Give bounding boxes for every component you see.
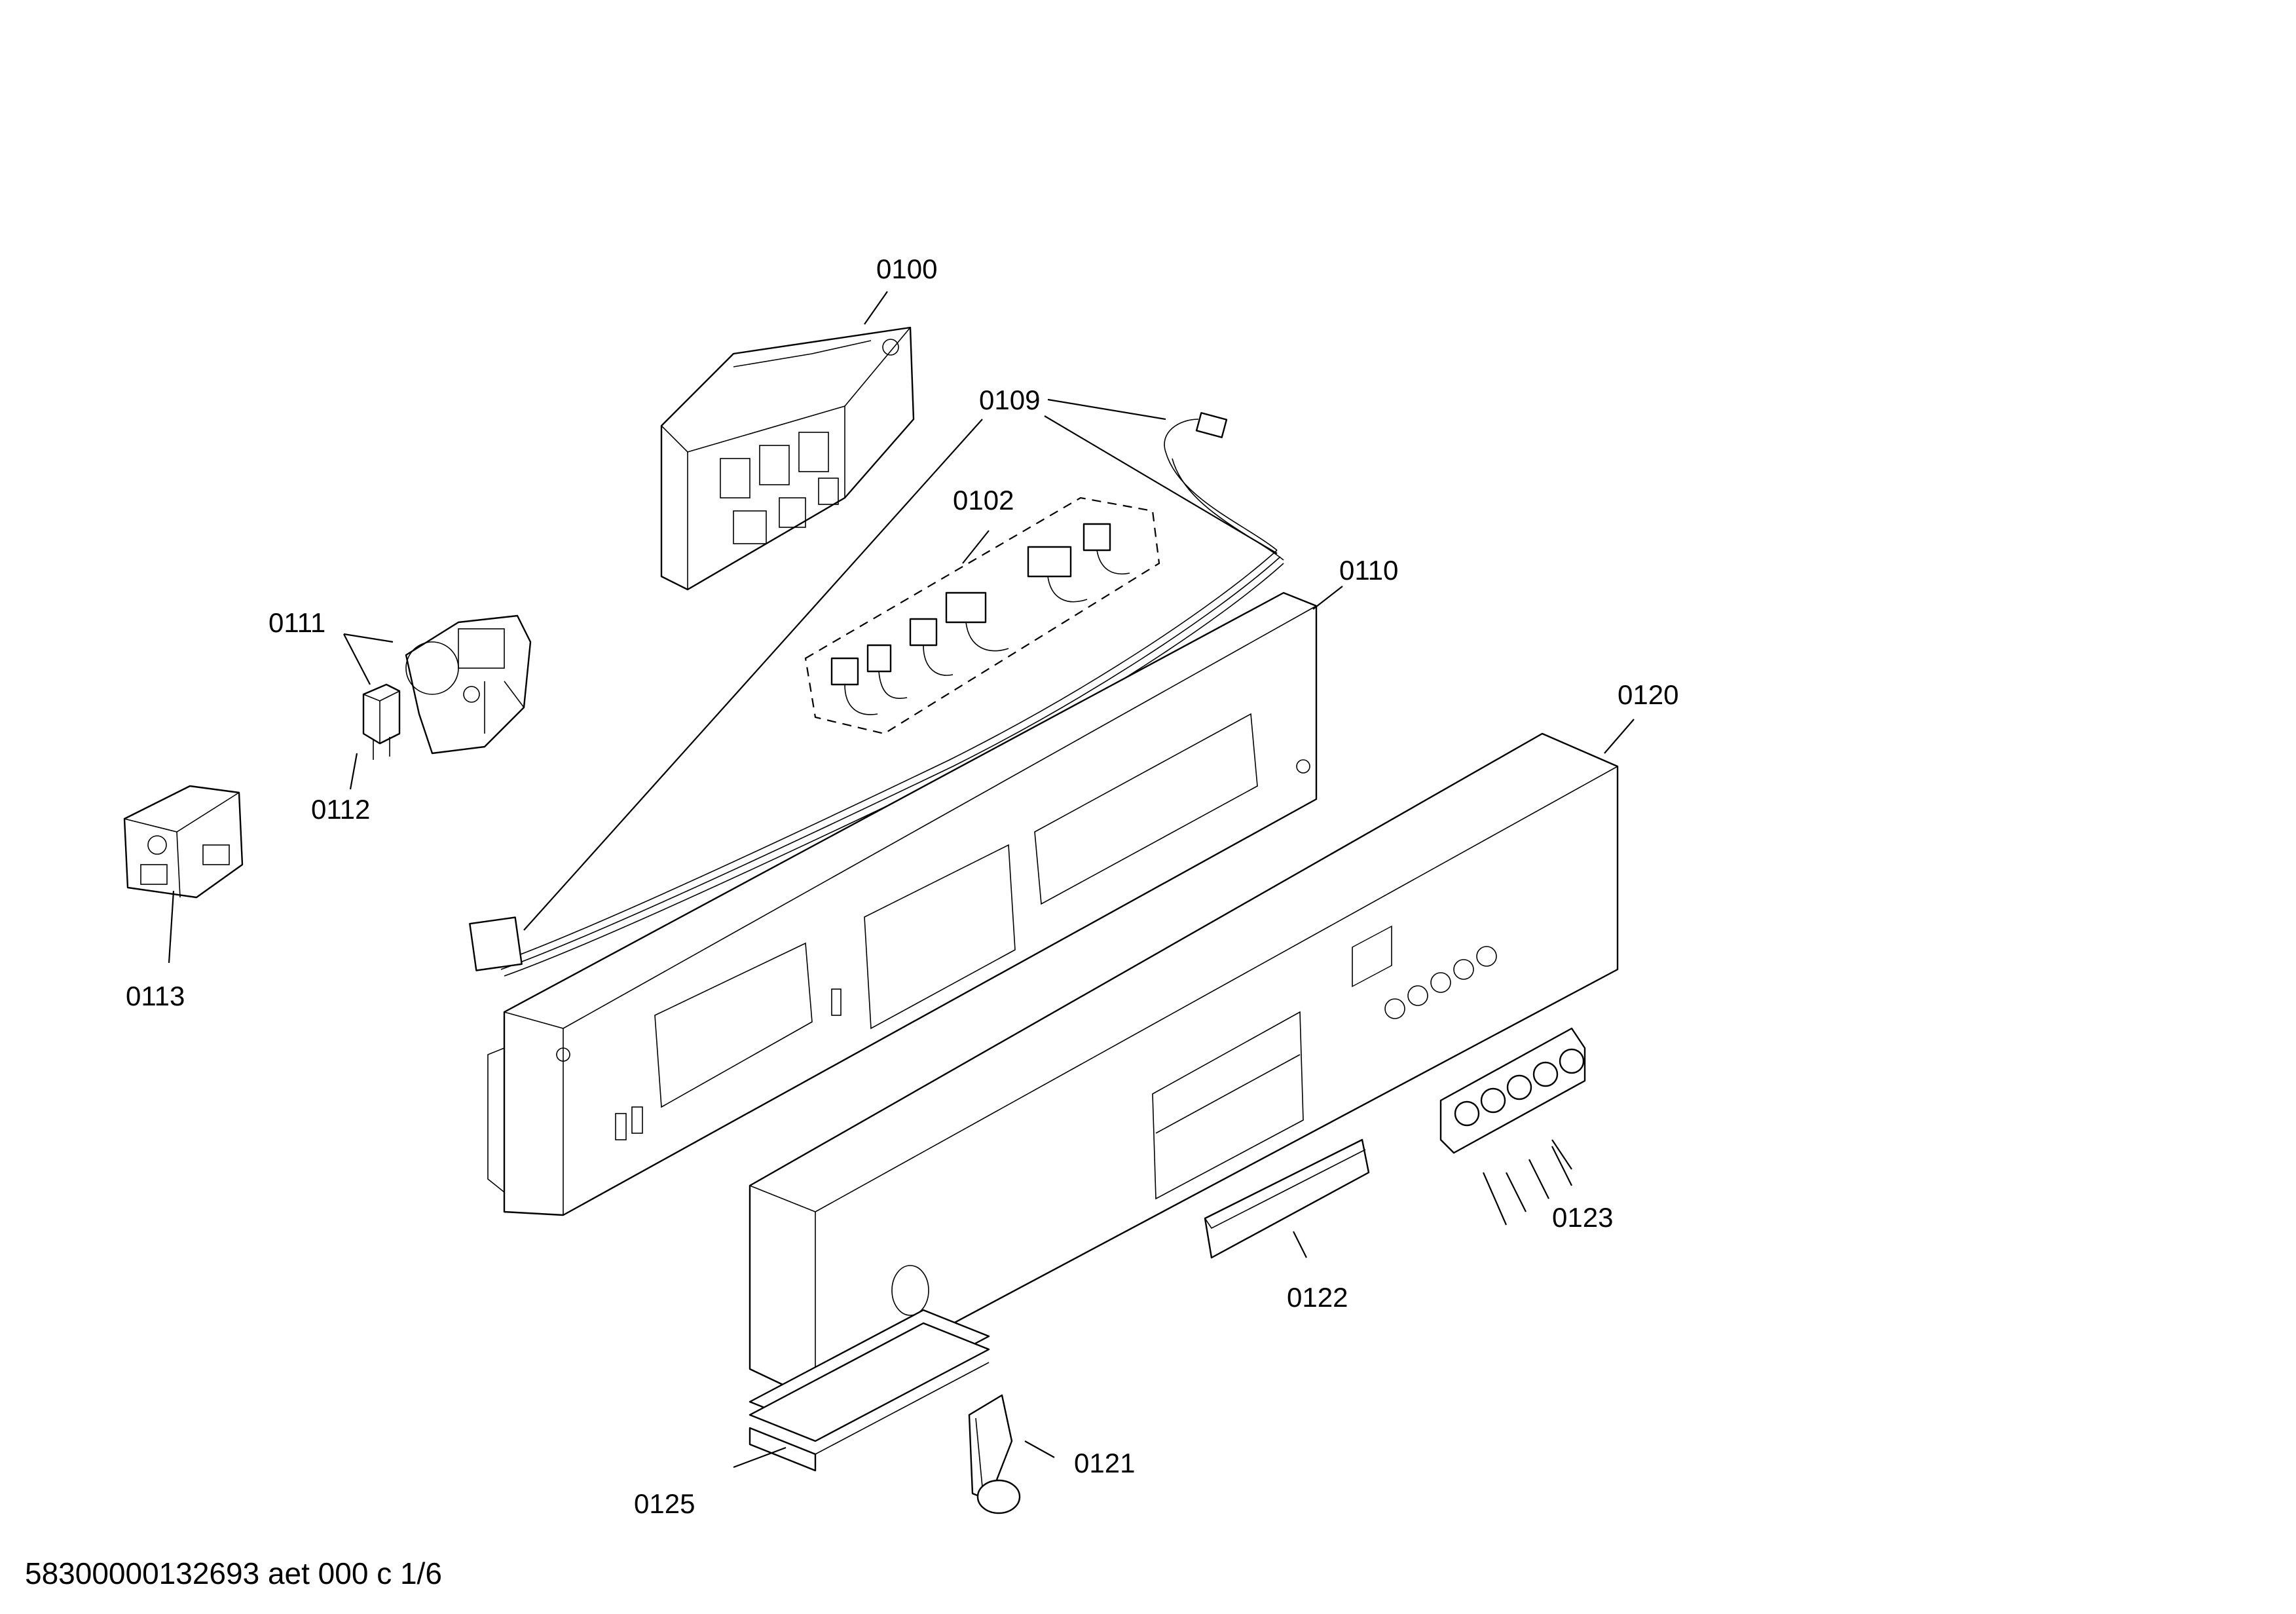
part-0121-handle-knob	[968, 1394, 1021, 1514]
part-0110-panel-frame	[487, 591, 1318, 1216]
label-0110: 0110	[1339, 555, 1398, 586]
label-0111: 0111	[268, 607, 325, 638]
label-0109: 0109	[979, 385, 1040, 415]
leader-lines	[168, 291, 1635, 1469]
document-code: 58300000132693 aet 000 c 1/6	[25, 1556, 442, 1590]
part-0122-cover-strip	[1204, 1138, 1370, 1259]
label-0100: 0100	[876, 253, 937, 284]
label-0113: 0113	[126, 981, 185, 1011]
part-0125-gasket-strips	[749, 1309, 990, 1472]
label-0112: 0112	[311, 794, 370, 825]
label-0123: 0123	[1552, 1202, 1613, 1233]
part-labels: 0100 0109 0102 0110 0111 0112 0113 0120 …	[126, 253, 1678, 1519]
label-0122: 0122	[1287, 1282, 1348, 1313]
part-0123-button-block	[1439, 1027, 1586, 1154]
part-0112-relay	[362, 683, 401, 760]
label-0120: 0120	[1618, 679, 1678, 710]
part-0120-front-facia	[749, 732, 1619, 1400]
part-0100-electronic-module	[660, 326, 915, 591]
part-0111-motor-unit	[405, 614, 532, 755]
part-0102-connector-group	[804, 497, 1160, 735]
label-0121: 0121	[1074, 1448, 1135, 1478]
label-0102: 0102	[953, 485, 1014, 516]
part-0113-switch-module	[123, 785, 244, 899]
label-0125: 0125	[634, 1488, 695, 1519]
